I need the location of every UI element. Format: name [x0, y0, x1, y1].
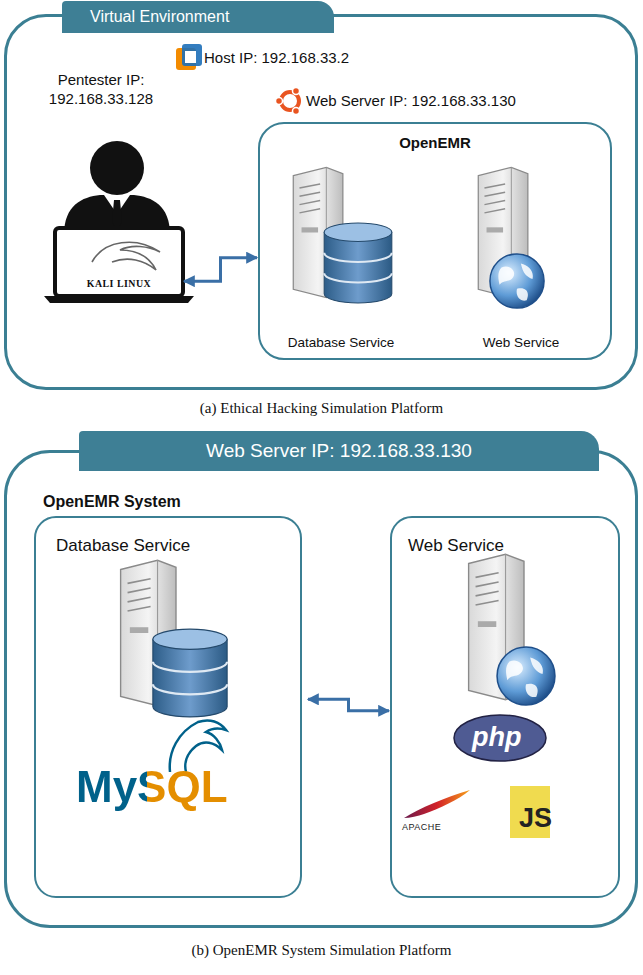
js-logo-text: JS — [519, 802, 552, 834]
php-logo-text: php — [472, 722, 521, 752]
node-heading: OpenEMR System — [43, 493, 181, 511]
node-title: Virtual Environment — [62, 1, 334, 33]
openemr-box: OpenEMR Database Service Web Service — [258, 122, 612, 360]
web-service-box: Web Service — [390, 516, 620, 898]
connector — [184, 258, 257, 282]
caption: (a) Ethical Hacking Simulation Platform — [0, 400, 643, 417]
laptop-screen: KALI LINUX — [60, 232, 178, 292]
environment-frame: Virtual EnvironmentKALI LINUXOpenEMRData… — [4, 14, 638, 390]
mysql-logo-text: MySQL — [76, 762, 228, 812]
connector — [308, 699, 389, 710]
caption: (b) OpenEMR System Simulation Platform — [0, 942, 643, 959]
web-server-ip: Web Server IP: 192.168.33.130 — [306, 92, 516, 109]
node-title: Web Service — [446, 335, 596, 350]
node-title: Database Service — [56, 536, 190, 556]
node-title: Web Service — [408, 536, 504, 556]
apache-logo-text: APACHE — [402, 822, 441, 832]
database-service: Database Service — [266, 160, 416, 350]
node-title: Database Service — [266, 335, 416, 350]
openemr-system-frame: Web Server IP: 192.168.33.130OpenEMR Sys… — [4, 450, 638, 928]
node-title: Web Server IP: 192.168.33.130 — [79, 431, 599, 471]
host-ip: Host IP: 192.168.33.2 — [204, 49, 349, 66]
node-title: OpenEMR — [260, 134, 610, 151]
node-title: KALI LINUX — [60, 278, 178, 289]
pentester-ip: Pentester IP: 192.168.33.128 — [36, 70, 166, 108]
database-service-box: Database Service — [34, 516, 302, 898]
web-service: Web Service — [446, 160, 596, 350]
